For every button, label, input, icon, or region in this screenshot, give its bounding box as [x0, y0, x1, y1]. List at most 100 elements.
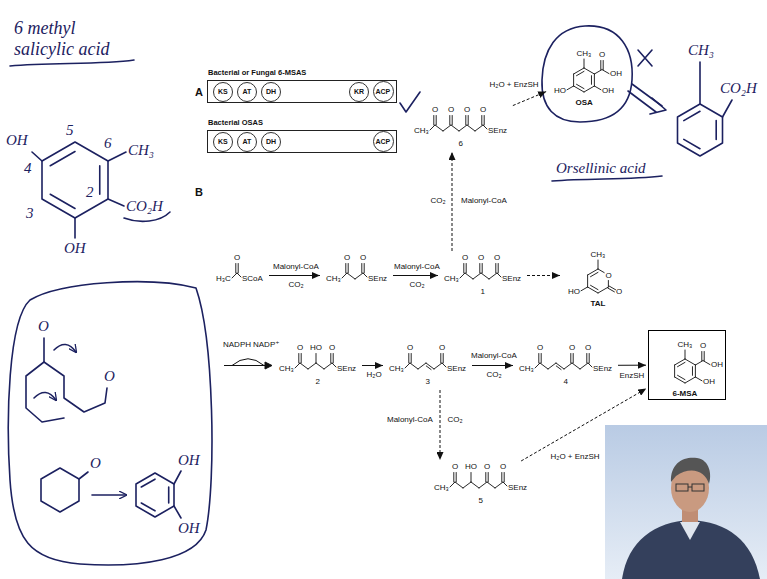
bond-line: [330, 354, 331, 364]
bond-line: [238, 264, 239, 274]
atom-label: OH: [703, 377, 715, 386]
atom-label: O: [452, 462, 458, 471]
atom-label: O: [478, 253, 484, 262]
bond-line: [573, 74, 574, 86]
bond-line: [435, 125, 443, 131]
hand-underline: [552, 176, 662, 181]
byproduct-label: CO₂: [431, 196, 446, 205]
domain-circle: ACP: [373, 81, 394, 102]
bond-line: [573, 354, 574, 364]
bond-line: [237, 273, 241, 277]
bond-line: [332, 363, 336, 367]
hand-ring: [678, 104, 723, 156]
domain-circle: KS: [213, 82, 233, 102]
bond-line: [459, 125, 467, 131]
bond-line: [467, 125, 475, 131]
atom-label: O: [599, 50, 605, 59]
bond-line: [443, 354, 444, 364]
bond-line: [564, 363, 572, 369]
atom-label: O: [407, 343, 413, 352]
handwritten-group: OH: [178, 520, 200, 537]
bond-line: [577, 71, 584, 75]
bond-line: [443, 125, 451, 131]
bond-line: [695, 361, 703, 365]
hand-curly-arrow: [34, 392, 56, 400]
atom-label: CH₃: [414, 126, 429, 135]
bond-line: [460, 273, 465, 278]
bond-line: [603, 61, 604, 70]
atom-label: O: [537, 343, 543, 352]
bond-line: [485, 473, 486, 483]
reaction-arrow: [527, 275, 560, 276]
domain-label: ACP: [376, 87, 391, 96]
atom-label: O: [234, 253, 240, 262]
bond-line: [235, 264, 236, 274]
reaction-arrow: [269, 275, 320, 276]
domain-label: DH: [266, 137, 276, 146]
reagent-label: H₂O + EnzSH: [550, 452, 601, 461]
bond-line: [588, 363, 592, 367]
bond-line: [598, 287, 608, 293]
bond-line: [495, 482, 503, 488]
bond-line: [468, 116, 469, 126]
bond-line: [704, 352, 705, 361]
atom-label: SEnz: [593, 364, 612, 373]
byproduct-label: CO₂: [487, 370, 502, 379]
reaction-arrow: [452, 152, 453, 251]
bond-line: [541, 354, 542, 364]
position-number: 5: [66, 122, 74, 139]
bond-line: [685, 359, 695, 365]
handwritten-group: CO₂H: [126, 198, 163, 215]
hand-cross: [638, 50, 652, 66]
reaction-arrow: [362, 365, 383, 366]
bond-line: [481, 116, 482, 126]
ring-structure: CH₃OOHOTAL: [562, 241, 628, 310]
bond-line: [475, 125, 483, 131]
bond-line: [589, 354, 590, 364]
bond-line: [584, 59, 585, 68]
bond-line: [572, 363, 580, 369]
cofactor-curve: [232, 359, 264, 366]
byproduct-label: CO₂: [289, 280, 304, 289]
bond-line: [471, 482, 479, 488]
handwritten-group: CO₂H: [720, 80, 757, 97]
atom-label: OH: [711, 360, 723, 369]
hand-ring-inner: [141, 479, 168, 511]
presenter-glasses: [688, 487, 692, 488]
presenter-body: [622, 520, 760, 579]
polyketide-structure: CH₃OOOSEnz1: [440, 253, 525, 298]
reagent-label: H₂O + EnzSH: [489, 80, 540, 89]
bond-line: [678, 375, 685, 379]
bond-line: [580, 363, 588, 369]
reagent-label: Malonyl-CoA: [272, 262, 320, 271]
hand-ring: [41, 468, 79, 512]
hand-circle: [542, 26, 632, 122]
polyketide-structure: CH₃OHOOOSEnz5: [430, 462, 531, 507]
atom-label: OH: [610, 69, 622, 78]
atom-label: OH: [602, 86, 614, 95]
atom-label: HO: [310, 343, 322, 352]
bond-line: [591, 285, 598, 289]
bond-line: [498, 264, 499, 274]
atom-label: SEnz: [447, 364, 466, 373]
bond-line: [609, 286, 616, 290]
hand-bond: [174, 471, 181, 518]
bond-line: [495, 264, 496, 274]
atom-label: CH₃: [591, 250, 606, 259]
domain-label: KS: [218, 87, 228, 96]
bond-line: [363, 273, 367, 277]
position-number: 2: [86, 184, 94, 201]
reagent-label: Malonyl-CoA: [386, 415, 434, 424]
bond-line: [591, 76, 592, 85]
bond-line: [481, 273, 489, 279]
domain-circle: KR: [349, 82, 369, 102]
hand-arrowhead: [650, 98, 666, 114]
bond-line: [466, 264, 467, 274]
bond-line: [410, 363, 418, 369]
bond-line: [300, 363, 308, 369]
bond-line: [588, 287, 598, 293]
reagent-label: Malonyl-CoA: [470, 351, 518, 360]
bond-line: [556, 366, 561, 370]
reaction-arrowhead: [265, 362, 272, 369]
handwritten-group: OH: [6, 132, 28, 149]
